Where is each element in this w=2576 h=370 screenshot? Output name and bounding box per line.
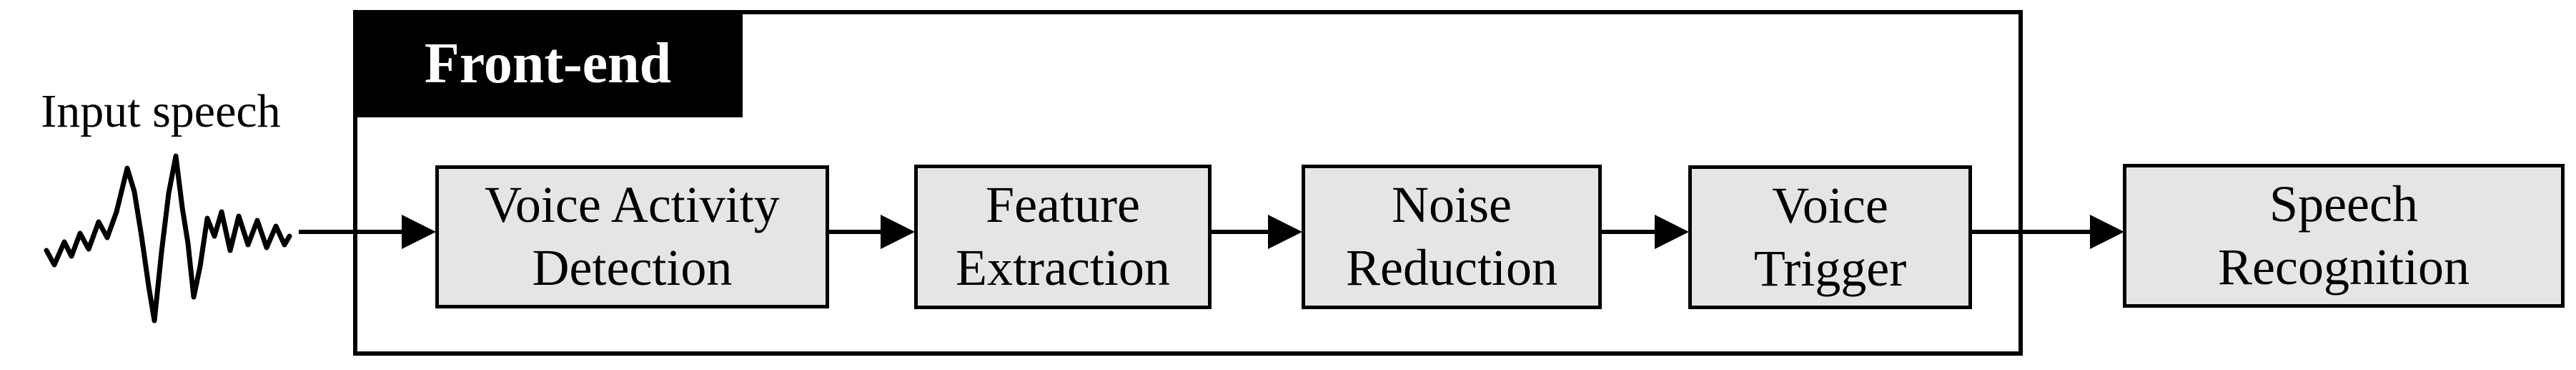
front-end-container bbox=[353, 10, 2023, 356]
module-label-line: Speech bbox=[2269, 175, 2418, 233]
module-voice-activity-detection: Voice Activity Detection bbox=[435, 165, 829, 308]
arrow-input-to-vad bbox=[299, 215, 436, 249]
arrow-noise-reduction-to-voice-trigger bbox=[1600, 215, 1689, 249]
module-label-line: Trigger bbox=[1753, 239, 1907, 297]
module-label-line: Recognition bbox=[2218, 238, 2470, 296]
input-speech-label: Input speech bbox=[41, 85, 281, 137]
module-label-line: Feature bbox=[986, 176, 1140, 234]
arrow-voice-trigger-to-speech-recognition bbox=[1971, 215, 2124, 249]
module-label-line: Noise bbox=[1392, 176, 1512, 234]
arrow-vad-to-feature-extraction bbox=[828, 215, 915, 249]
module-label-line: Detection bbox=[532, 239, 733, 296]
module-label-line: Voice Activity bbox=[485, 176, 780, 234]
module-feature-extraction: Feature Extraction bbox=[914, 165, 1212, 309]
module-speech-recognition: Speech Recognition bbox=[2123, 164, 2565, 308]
front-end-label: Front-end bbox=[353, 10, 743, 117]
module-voice-trigger: Voice Trigger bbox=[1688, 165, 1972, 309]
module-label-line: Extraction bbox=[956, 239, 1170, 296]
module-label-line: Voice bbox=[1772, 176, 1888, 234]
module-label-line: Reduction bbox=[1346, 239, 1557, 296]
arrow-feature-extraction-to-noise-reduction bbox=[1210, 215, 1302, 249]
module-noise-reduction: Noise Reduction bbox=[1302, 165, 1602, 309]
waveform-icon bbox=[44, 153, 292, 323]
